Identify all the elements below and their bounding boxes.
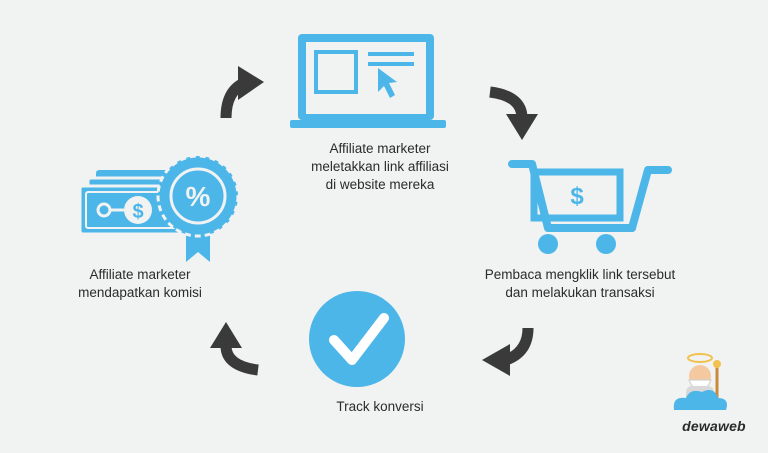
cycle-arrow-top-left — [220, 66, 264, 119]
checkmark-badge-icon — [309, 291, 405, 387]
brand-name: dewaweb — [682, 418, 746, 434]
cycle-arrow-top-right — [489, 86, 538, 140]
step-publish-link-caption: Affiliate marketer meletakkan link affil… — [311, 141, 449, 192]
svg-text:$: $ — [570, 183, 584, 210]
dewaweb-mascot-logo — [673, 353, 727, 410]
step-track-conversion-caption: Track konversi — [336, 399, 424, 414]
laptop-cursor-icon — [290, 34, 446, 128]
step-transaction-caption: Pembaca mengklik link tersebut dan melak… — [484, 267, 676, 300]
svg-text:%: % — [186, 181, 211, 212]
svg-text:$: $ — [132, 201, 143, 223]
cycle-arrow-bottom-left — [210, 322, 259, 376]
shopping-cart-dollar-icon: $ — [508, 160, 672, 254]
cycle-arrow-bottom-right — [482, 327, 534, 376]
step-commission-caption: Affiliate marketer mendapatkan komisi — [78, 267, 202, 300]
money-percent-badge-icon: $ % — [78, 154, 240, 262]
